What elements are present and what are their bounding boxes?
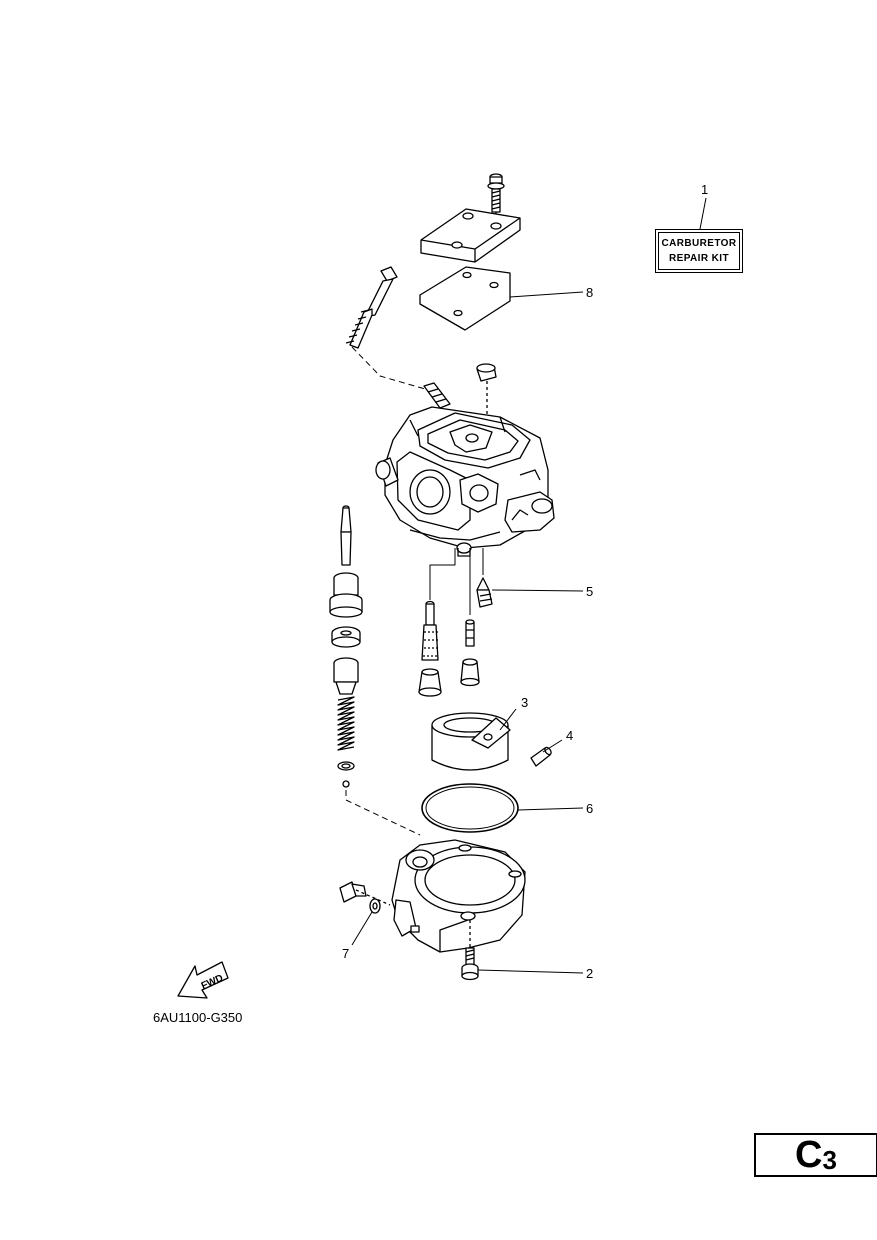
float-pin [530, 739, 563, 767]
figure-code: 6AU1100-G350 [153, 1010, 243, 1025]
callout-8: 8 [586, 285, 594, 300]
callout-4: 4 [566, 728, 574, 743]
page-letter: C [795, 1134, 823, 1176]
kit-leader-line [699, 197, 707, 230]
repair-kit-line-1: CARBURETOR [661, 237, 737, 249]
pilot-jet [465, 619, 475, 647]
carburetor-body [375, 382, 555, 557]
cover-screw [487, 173, 505, 225]
pump-piston [329, 572, 363, 618]
jet-leader-lines [429, 548, 484, 615]
repair-kit-line-2: REPAIR KIT [669, 252, 729, 264]
float-bowl [391, 839, 526, 960]
page-number: 3 [822, 1145, 837, 1175]
callout-2: 2 [586, 966, 594, 981]
float-bowl-oring [421, 783, 584, 833]
callout-6: 6 [586, 801, 594, 816]
callout-1: 1 [701, 182, 709, 197]
pump-spring [337, 696, 355, 751]
callout-3: 3 [521, 695, 529, 710]
gasket-plate [419, 266, 584, 331]
bowl-screw [461, 947, 584, 981]
float [431, 708, 517, 771]
drain-washer [351, 898, 381, 946]
callout-5: 5 [586, 584, 594, 599]
pilot-screw-assembly [345, 266, 433, 392]
pump-cup [333, 657, 359, 695]
float-valve [476, 577, 584, 608]
fwd-arrow-icon: FWD [177, 961, 229, 999]
main-nozzle [421, 600, 439, 661]
pump-rod [340, 505, 352, 566]
pump-ring [337, 761, 421, 836]
pump-seal [331, 626, 361, 648]
pilot-jet-plug [460, 658, 480, 687]
drain-screw [339, 881, 391, 906]
callout-7: 7 [342, 946, 350, 961]
main-jet [418, 668, 442, 697]
cover-plate [420, 208, 521, 263]
repair-kit-box: CARBURETOR REPAIR KIT [655, 229, 743, 273]
